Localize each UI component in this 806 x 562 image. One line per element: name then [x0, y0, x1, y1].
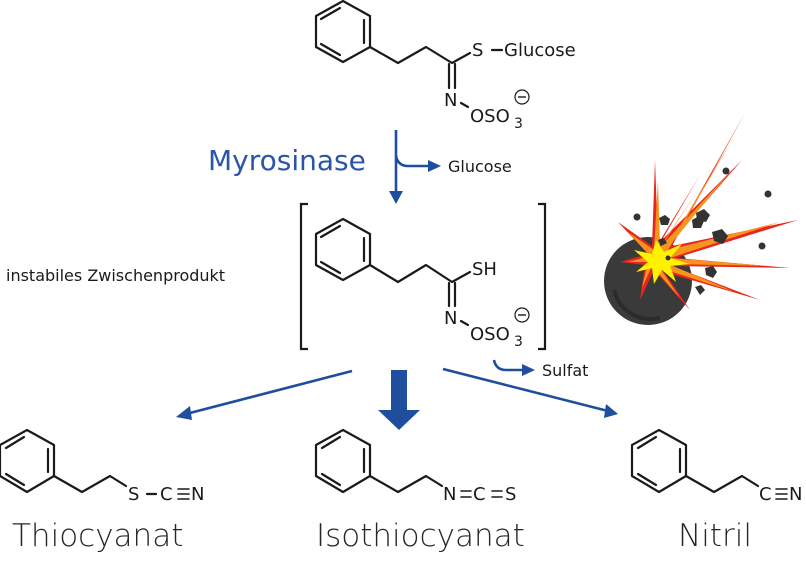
arrow-to-isothiocyanat	[378, 370, 420, 430]
isothiocyanat-atom-s: S	[505, 484, 516, 505]
nitril-atom-c: C	[759, 484, 772, 505]
product-nitril: C N Nitril	[630, 428, 802, 554]
benzene-ring	[314, 217, 372, 282]
triple-bond	[177, 488, 190, 500]
released-glucose-label: Glucose	[448, 157, 512, 176]
isothiocyanat-atom-n: N	[443, 484, 456, 505]
sulfate-group: OSO	[470, 324, 510, 345]
triple-bond	[775, 488, 788, 500]
released-sulfate-label: Sulfat	[542, 361, 588, 380]
enzyme-label: Myrosinase	[208, 144, 366, 177]
substrate-molecule: S Glucose N OSO 3	[314, 0, 576, 132]
arrow-to-thiocyanat	[176, 369, 353, 420]
nitril-atom-n: N	[789, 484, 802, 505]
negative-charge-icon	[514, 89, 530, 105]
alkyl-chain	[368, 45, 472, 65]
sulfate-release-arrow	[492, 359, 535, 376]
glucose-release-arrow	[394, 155, 441, 172]
benzene-ring	[314, 428, 372, 494]
product-isothiocyanat: N C S Isothiocyanat	[314, 428, 525, 554]
nitrogen-atom: N	[444, 90, 457, 111]
double-bond	[460, 490, 472, 498]
product-label-thiocyanat: Thiocyanat	[12, 518, 183, 554]
nitrogen-atom: N	[444, 308, 457, 329]
intermediate-molecule: SH N OSO 3	[314, 217, 530, 350]
sulfate-subscript: 3	[514, 116, 523, 132]
exploding-bomb-icon	[604, 113, 798, 325]
negative-charge-icon	[514, 307, 530, 323]
isothiocyanat-atom-c: C	[473, 484, 486, 505]
benzene-ring	[630, 428, 688, 494]
sulfate-subscript: 3	[514, 334, 523, 350]
sulfur-atom: S	[472, 40, 483, 61]
debris	[633, 167, 772, 295]
thiocyanat-atom-n: N	[191, 484, 204, 505]
thiol-group: SH	[472, 259, 497, 280]
product-label-nitril: Nitril	[678, 518, 752, 554]
product-label-isothiocyanat: Isothiocyanat	[316, 518, 525, 554]
intermediate-brackets	[299, 202, 547, 351]
alkyl-chain	[368, 263, 472, 284]
thiocyanat-atom-s: S	[128, 484, 139, 505]
intermediate-caption: instabiles Zwischenprodukt	[6, 266, 225, 285]
benzene-ring	[0, 428, 56, 494]
benzene-ring	[314, 0, 372, 64]
product-thiocyanat: S C N Thiocyanat	[0, 428, 204, 554]
thiocyanat-atom-c: C	[160, 484, 173, 505]
reaction-arrow-1	[389, 130, 403, 204]
arrow-to-nitril	[442, 367, 618, 418]
double-bond	[491, 490, 503, 498]
glucose-substituent: Glucose	[504, 40, 576, 61]
sulfate-group: OSO	[470, 106, 510, 127]
